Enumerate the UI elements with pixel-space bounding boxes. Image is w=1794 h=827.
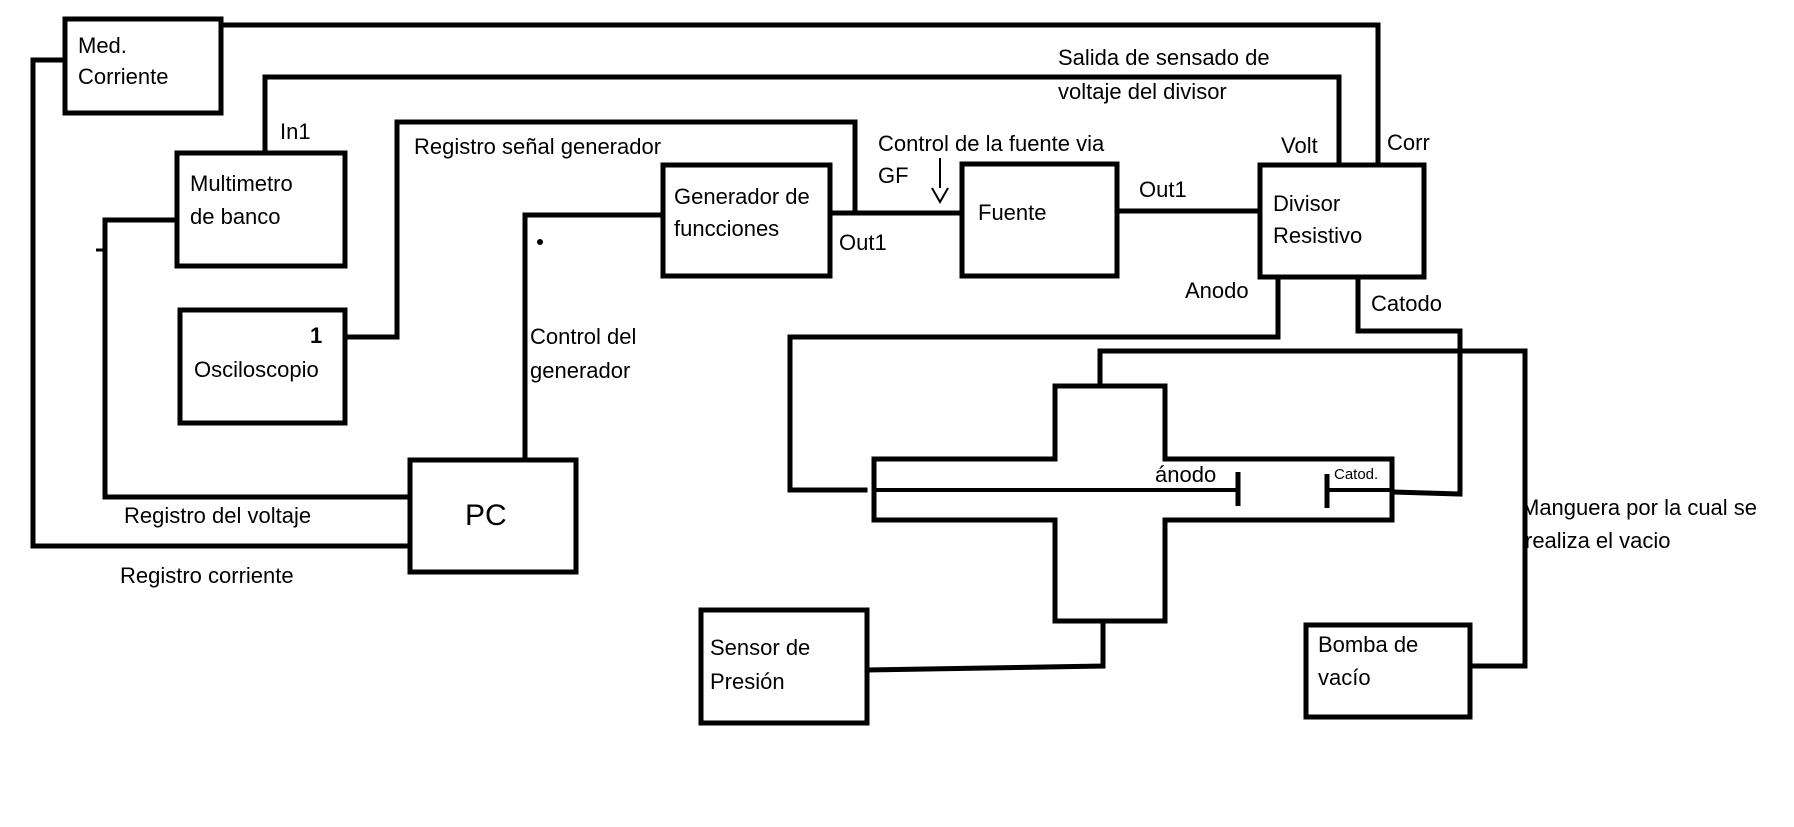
wire-multimetro-pc xyxy=(102,217,413,500)
label-registro-corriente: Registro corriente xyxy=(120,563,294,588)
divisor-label-2: Resistivo xyxy=(1273,223,1362,248)
sensor-block: Sensor de Presión xyxy=(698,607,870,726)
fuente-label: Fuente xyxy=(978,200,1047,225)
label-control-fuente-1: Control de la fuente via xyxy=(878,131,1105,156)
wire-sensor xyxy=(865,617,1106,673)
generador-block: Generador de funcciones xyxy=(660,162,833,279)
sensor-label-2: Presión xyxy=(710,669,785,694)
wires xyxy=(30,22,1528,673)
divisor-label-1: Divisor xyxy=(1273,191,1340,216)
annotations: In1 Registro señal generador Control de … xyxy=(120,45,1757,588)
label-corr: Corr xyxy=(1387,130,1430,155)
label-catodo-chamber: Catod. xyxy=(1334,466,1378,483)
wire-anodo xyxy=(787,277,1281,493)
label-control-fuente-2: GF xyxy=(878,163,909,188)
label-volt: Volt xyxy=(1281,133,1318,158)
label-out1-fuente: Out1 xyxy=(1139,177,1187,202)
osciloscopio-block: Osciloscopio 1 xyxy=(177,307,348,426)
sensor-label-1: Sensor de xyxy=(710,635,810,660)
label-manguera-2: realiza el vacio xyxy=(1525,528,1671,553)
label-anodo-chamber: ánodo xyxy=(1155,462,1216,487)
label-manguera-1: Manguera por la cual se xyxy=(1521,495,1757,520)
label-salida-sensado-1: Salida de sensado de xyxy=(1058,45,1270,70)
osciloscopio-channel-label: 1 xyxy=(310,323,322,348)
fuente-block: Fuente xyxy=(959,161,1120,279)
divisor-block: Divisor Resistivo xyxy=(1257,162,1427,280)
label-anodo: Anodo xyxy=(1185,278,1249,303)
label-out1-generador: Out1 xyxy=(839,230,887,255)
med-corriente-label-1: Med. xyxy=(78,33,127,58)
generador-label-1: Generador de xyxy=(674,184,810,209)
wire-corriente-sense xyxy=(219,22,1381,163)
wire-manguera xyxy=(1097,348,1528,669)
wire-catodo xyxy=(1355,277,1463,497)
med-corriente-block: Med. Corriente xyxy=(62,16,224,116)
control-arrow-head xyxy=(931,187,949,205)
label-in1: In1 xyxy=(280,119,311,144)
chamber-cross xyxy=(871,383,1395,624)
wire-osciloscopio-signal xyxy=(342,119,858,340)
bomba-block: Bomba de vacío xyxy=(1303,622,1473,720)
wire-medcorriente-pc xyxy=(30,57,413,549)
generador-label-2: funcciones xyxy=(674,216,779,241)
wire-voltage-sense xyxy=(262,74,1342,168)
multimetro-block: Multimetro de banco xyxy=(174,150,348,269)
osciloscopio-label: Osciloscopio xyxy=(194,357,319,382)
label-salida-sensado-2: voltaje del divisor xyxy=(1058,79,1227,104)
label-control-generador-2: generador xyxy=(530,358,630,383)
bomba-label-2: vacío xyxy=(1318,665,1371,690)
vacuum-chamber xyxy=(871,383,1395,624)
multimetro-label-1: Multimetro xyxy=(190,171,293,196)
multimetro-label-2: de banco xyxy=(190,204,281,229)
med-corriente-label-2: Corriente xyxy=(78,64,168,89)
label-control-generador-1: Control del xyxy=(530,324,636,349)
wire-pc-generador xyxy=(522,212,666,461)
dot-mark xyxy=(537,239,543,245)
label-registro-voltaje: Registro del voltaje xyxy=(124,503,311,528)
label-catodo: Catodo xyxy=(1371,291,1442,316)
label-registro-senal: Registro señal generador xyxy=(414,134,661,159)
bomba-label-1: Bomba de xyxy=(1318,632,1418,657)
pc-block: PC xyxy=(407,457,579,575)
pc-label: PC xyxy=(465,499,507,532)
